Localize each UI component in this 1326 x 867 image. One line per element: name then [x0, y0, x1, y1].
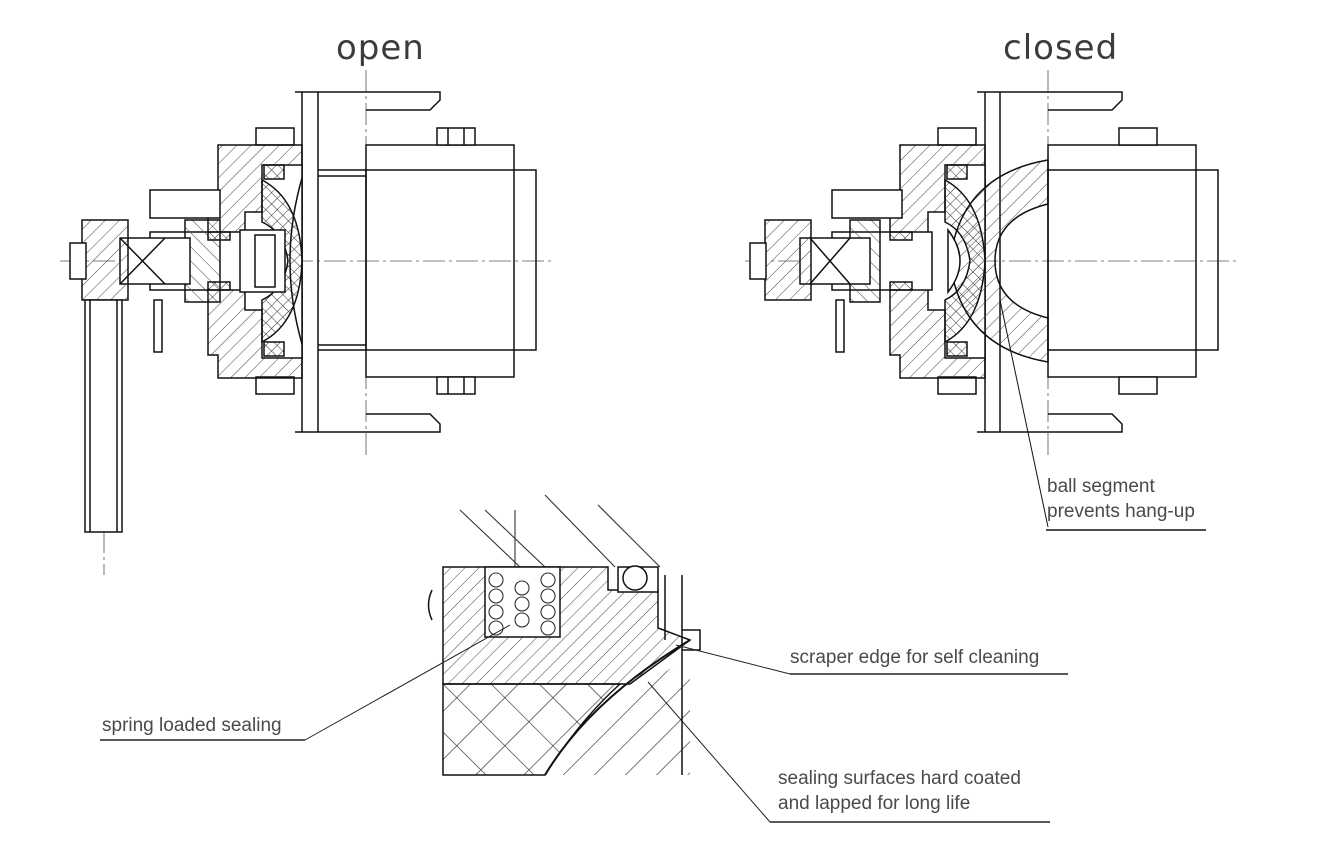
ball-segment-line-2: prevents hang-up: [1047, 501, 1195, 522]
ball-segment-line-1: ball segment: [1047, 476, 1155, 497]
open-valve-drawing: [60, 70, 555, 575]
surfaces-line-1: sealing surfaces hard coated: [778, 768, 1021, 789]
closed-title: closed: [1003, 28, 1119, 68]
surfaces-callout: sealing surfaces hard coated and lapped …: [778, 766, 1021, 816]
open-title: open: [336, 28, 425, 68]
seal-detail-drawing: [427, 494, 701, 776]
leader-lines: [100, 624, 1068, 823]
spring-callout: spring loaded sealing: [102, 715, 282, 736]
surfaces-line-2: and lapped for long life: [778, 793, 971, 814]
closed-valve-drawing: [745, 70, 1240, 531]
ball-segment-callout: ball segment prevents hang-up: [1047, 474, 1195, 524]
scraper-callout: scraper edge for self cleaning: [790, 647, 1040, 668]
